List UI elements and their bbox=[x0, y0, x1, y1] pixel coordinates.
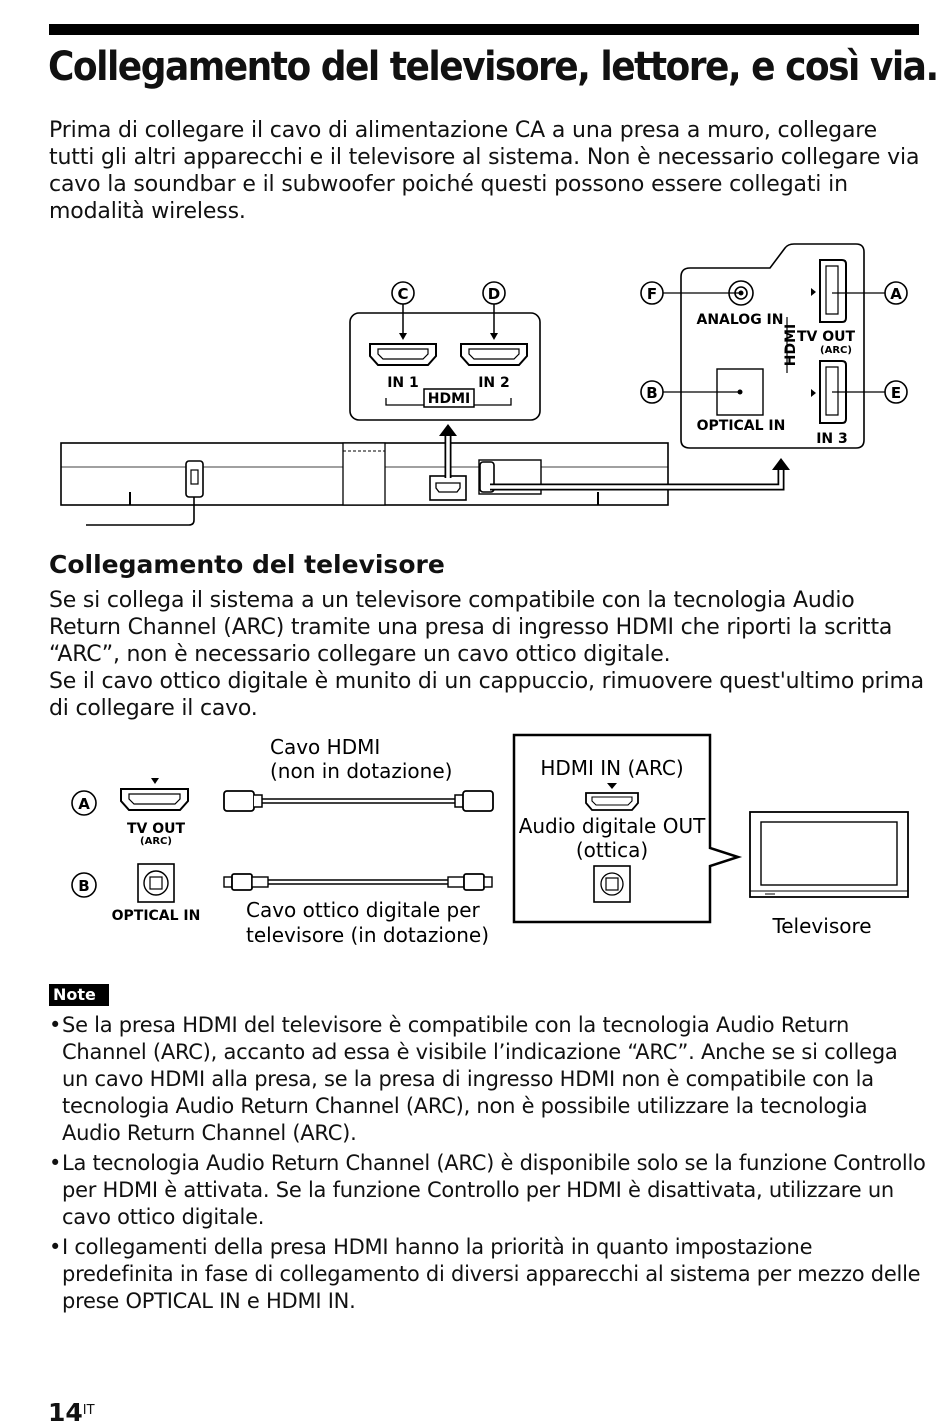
hdmi-cable-label-line1: Cavo HDMI bbox=[270, 735, 380, 759]
hdmi-cable-label-line2: (non in dotazione) bbox=[270, 759, 452, 783]
rear-terminal-panel: ANALOG IN OPTICAL IN HDMI TV OUT (ARC) I… bbox=[680, 243, 865, 449]
callout-d: D bbox=[482, 281, 506, 340]
soundbar-illustration bbox=[60, 442, 669, 526]
audio-out-label-line1: Audio digitale OUT bbox=[519, 814, 706, 838]
tv-out-label: TV OUT bbox=[797, 329, 856, 345]
optical-in-label: OPTICAL IN bbox=[697, 418, 786, 434]
optical-cable-label-line1: Cavo ottico digitale per bbox=[246, 898, 481, 922]
tv-hdmi-in-port-icon bbox=[585, 783, 639, 811]
callout-a-tv: A bbox=[71, 790, 97, 816]
callout-a: A bbox=[832, 281, 908, 305]
hdmi-in-arc-label: HDMI IN (ARC) bbox=[540, 756, 683, 780]
section-heading: Collegamento del televisore bbox=[49, 550, 445, 579]
hdmi-cable-icon bbox=[223, 790, 494, 812]
in2-label: IN 2 bbox=[478, 375, 510, 391]
in1-label: IN 1 bbox=[387, 375, 419, 391]
bullet: • bbox=[49, 1013, 62, 1037]
note-text: Se la presa HDMI del televisore è compat… bbox=[62, 1013, 898, 1145]
callout-f: F bbox=[640, 281, 741, 305]
tv-optical-out-port-icon bbox=[593, 865, 631, 903]
note-text: I collegamenti della presa HDMI hanno la… bbox=[62, 1235, 921, 1313]
arc-label-2: (ARC) bbox=[140, 836, 172, 847]
tv-out-port-icon-2 bbox=[120, 778, 189, 811]
note-text: La tecnologia Audio Return Channel (ARC)… bbox=[62, 1151, 926, 1229]
television-icon bbox=[749, 811, 909, 898]
optical-cable-label-line2: televisore (in dotazione) bbox=[246, 923, 489, 947]
bullet: • bbox=[49, 1151, 62, 1175]
page-number: 14IT bbox=[48, 1398, 95, 1428]
arc-label: (ARC) bbox=[820, 345, 852, 356]
hdmi-input-panel: IN 1 IN 2 HDMI bbox=[349, 312, 541, 421]
note-badge: Note bbox=[49, 984, 109, 1006]
svg-text:B: B bbox=[646, 384, 657, 402]
note-item: •Se la presa HDMI del televisore è compa… bbox=[49, 1012, 929, 1147]
optical-in-label-2: OPTICAL IN bbox=[112, 908, 201, 924]
page-language-suffix: IT bbox=[82, 1403, 95, 1418]
connection-arrows bbox=[439, 424, 790, 491]
svg-text:C: C bbox=[397, 285, 408, 303]
notes-list: •Se la presa HDMI del televisore è compa… bbox=[49, 1012, 929, 1318]
television-label: Televisore bbox=[771, 914, 871, 938]
hdmi-in1-port-icon bbox=[369, 343, 437, 366]
page-number-value: 14 bbox=[48, 1398, 83, 1427]
tv-out-port-icon bbox=[811, 259, 847, 323]
callout-e: E bbox=[832, 380, 908, 404]
tv-connection-diagram: A TV OUT (ARC) B OPTICAL IN Cavo HDMI (n… bbox=[71, 733, 909, 947]
callout-c: C bbox=[391, 281, 415, 340]
svg-text:F: F bbox=[647, 285, 657, 303]
tv-connection-paragraph: Se si collega il sistema a un televisore… bbox=[49, 588, 924, 721]
audio-out-label-line2: (ottica) bbox=[576, 838, 648, 862]
in3-label: IN 3 bbox=[816, 431, 848, 447]
tv-jack-callout-box: HDMI IN (ARC) Audio digitale OUT (ottica… bbox=[512, 733, 743, 924]
soundbar-connection-diagram: IN 1 IN 2 HDMI C D ANALOG IN OPTICAL IN bbox=[60, 243, 908, 526]
tv-out-label-2: TV OUT bbox=[127, 821, 186, 837]
title-rule bbox=[49, 24, 919, 35]
intro-paragraph: Prima di collegare il cavo di alimentazi… bbox=[49, 118, 920, 224]
bullet: • bbox=[49, 1235, 62, 1259]
optical-in-port-icon-2 bbox=[137, 863, 175, 903]
svg-text:E: E bbox=[891, 384, 901, 402]
analog-in-label: ANALOG IN bbox=[696, 312, 783, 328]
optical-cable-icon bbox=[223, 873, 493, 891]
svg-text:B: B bbox=[78, 877, 89, 895]
svg-text:D: D bbox=[488, 285, 500, 303]
svg-text:A: A bbox=[890, 285, 902, 303]
svg-text:A: A bbox=[78, 795, 90, 813]
note-item: •I collegamenti della presa HDMI hanno l… bbox=[49, 1234, 929, 1315]
hdmi-in2-port-icon bbox=[460, 343, 528, 366]
hdmi-group-label: HDMI bbox=[428, 391, 470, 407]
callout-b: B bbox=[640, 380, 740, 404]
page-title: Collegamento del televisore, lettore, e … bbox=[48, 44, 939, 90]
note-item: •La tecnologia Audio Return Channel (ARC… bbox=[49, 1150, 929, 1231]
callout-b-tv: B bbox=[71, 872, 97, 898]
